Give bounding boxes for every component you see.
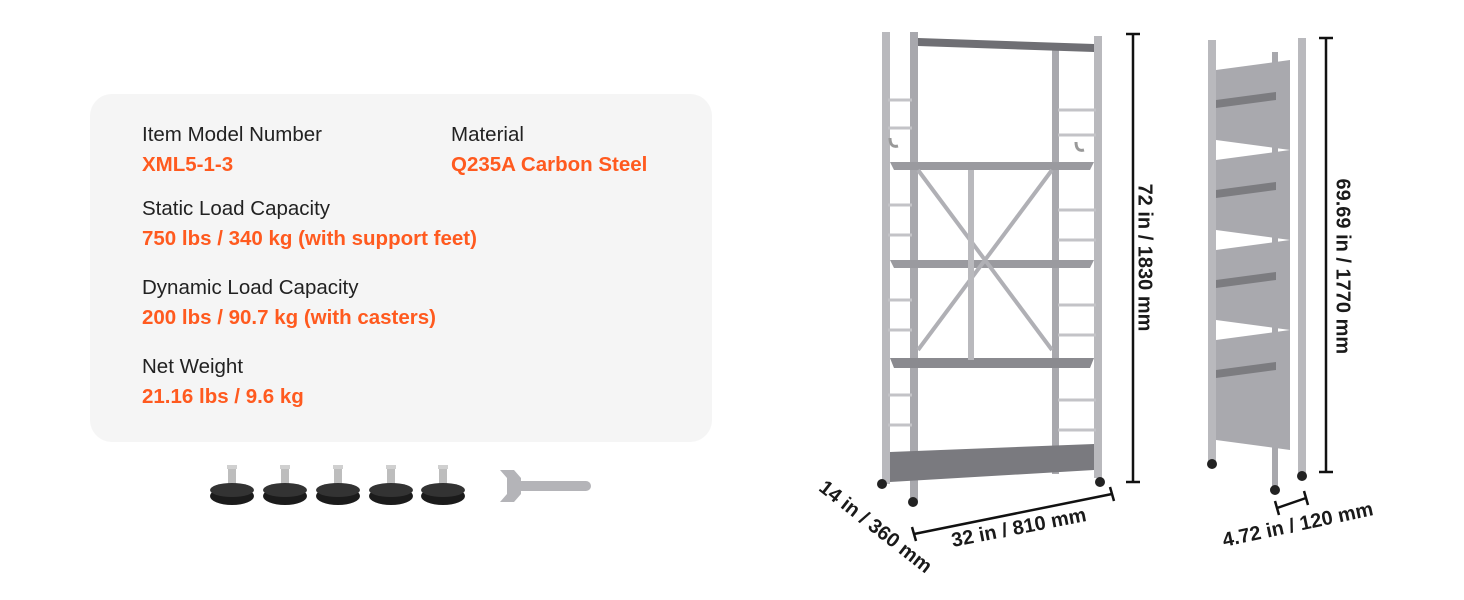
dimension-height-assembled: 72 in / 1830 mm (1133, 183, 1156, 332)
spec-label: Dynamic Load Capacity (142, 276, 359, 299)
spec-net-weight: Net Weight 21.16 lbs / 9.6 kg (142, 354, 304, 410)
support-foot-icon (421, 465, 465, 505)
spec-label: Item Model Number (142, 123, 323, 146)
support-foot-icon (316, 465, 360, 505)
spec-value: 750 lbs / 340 kg (with support feet) (142, 227, 477, 250)
dimension-height-folded: 69.69 in / 1770 mm (1331, 178, 1354, 355)
spec-static-load: Static Load Capacity 750 lbs / 340 kg (w… (142, 196, 477, 252)
support-feet-group (210, 465, 465, 505)
support-foot-icon (210, 465, 254, 505)
spec-value: Q235A Carbon Steel (451, 153, 648, 176)
spec-label: Net Weight (142, 355, 244, 378)
spec-value: XML5-1-3 (142, 153, 234, 176)
spec-value: 21.16 lbs / 9.6 kg (142, 385, 304, 408)
spec-label: Static Load Capacity (142, 197, 331, 220)
dimension-depth-folded: 4.72 in / 120 mm (1220, 498, 1376, 552)
support-foot-icon (369, 465, 413, 505)
spec-model: Item Model Number XML5-1-3 (142, 122, 322, 178)
spec-card: Item Model Number XML5-1-3 Material Q235… (90, 94, 712, 442)
spec-label: Material (451, 123, 524, 146)
dimension-depth: 14 in / 360 mm (814, 476, 936, 578)
support-foot-icon (263, 465, 307, 505)
spec-material: Material Q235A Carbon Steel (451, 122, 647, 178)
spec-value: 200 lbs / 90.7 kg (with casters) (142, 306, 436, 329)
dimension-width: 32 in / 810 mm (949, 504, 1089, 552)
wrench-icon (500, 470, 591, 502)
spec-dynamic-load: Dynamic Load Capacity 200 lbs / 90.7 kg … (142, 275, 436, 331)
